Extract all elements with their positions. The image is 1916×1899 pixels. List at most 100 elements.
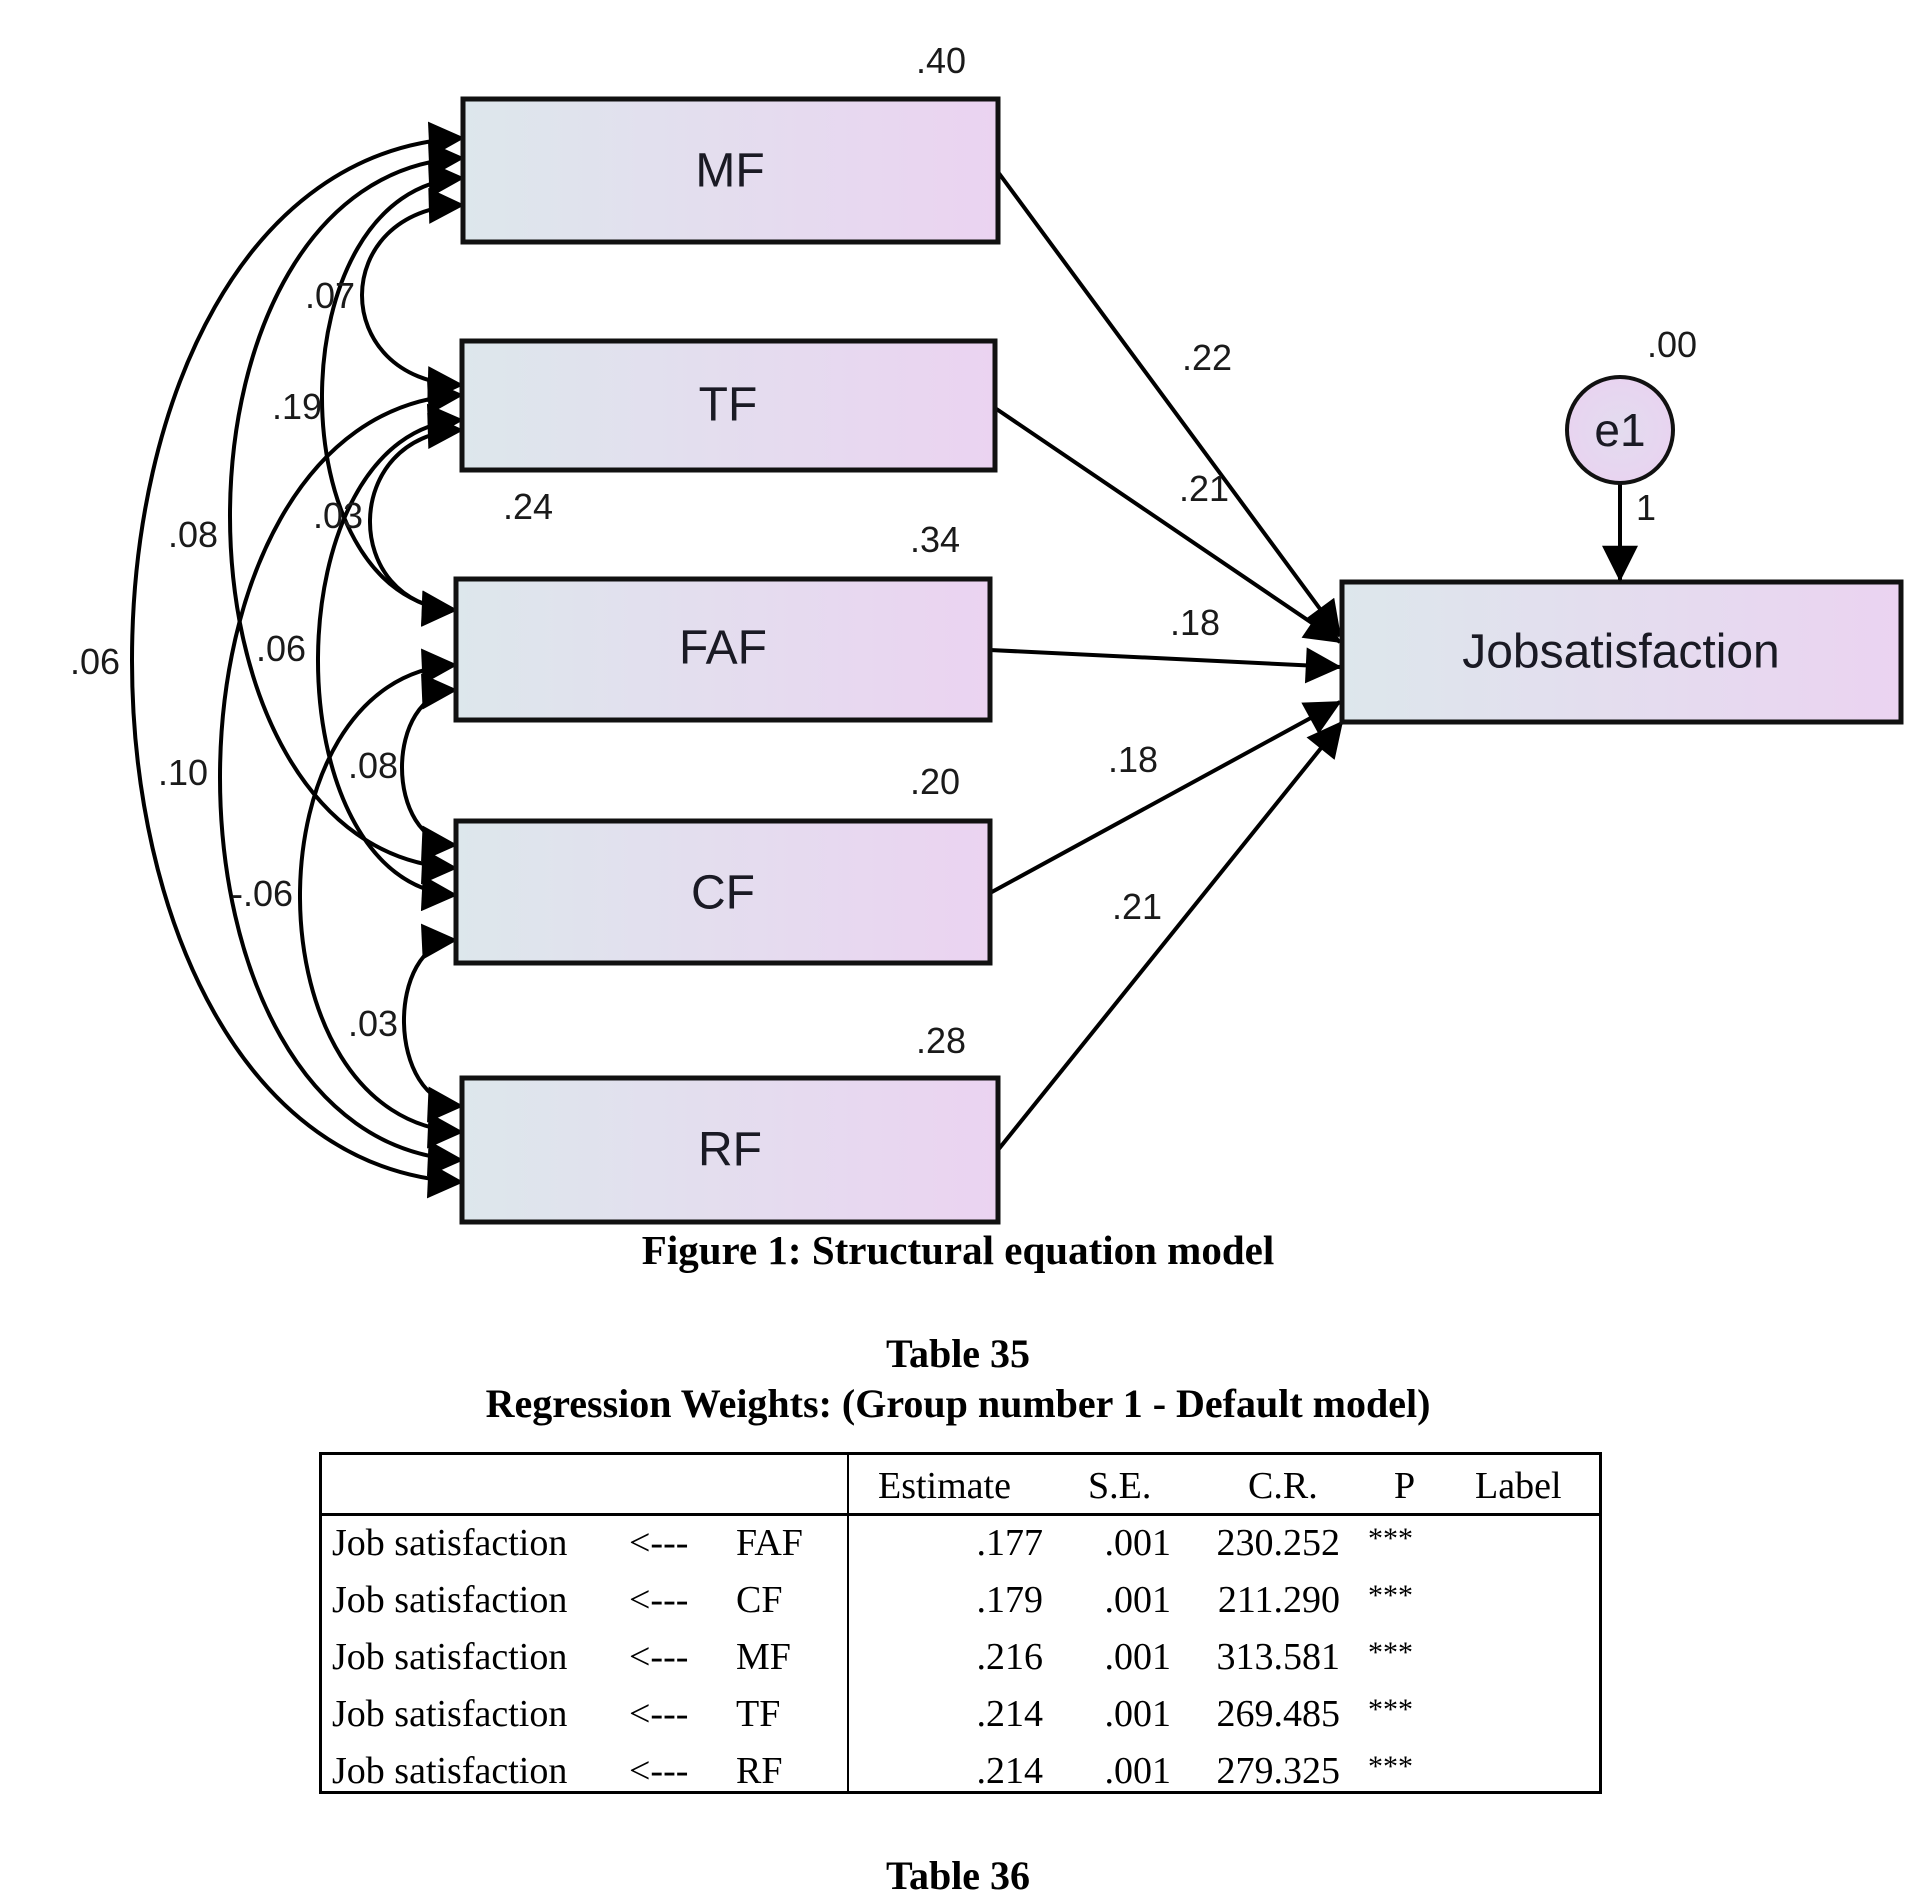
cov-label-MF-CF: .08 [168, 514, 218, 555]
header-label: Label [1475, 1465, 1562, 1507]
cell-predictor: RF [736, 1750, 783, 1792]
next-table-number: Table 36 [885, 1853, 1031, 1898]
cov-label-CF-RF: .03 [348, 1003, 398, 1044]
covariance-arc-MF-RF [130, 121, 465, 1199]
cell-dependent: Job satisfaction [332, 1579, 568, 1621]
node-label-RF: RF [698, 1124, 762, 1177]
cell-p: *** [1368, 1522, 1413, 1555]
regression-weights-table: Estimate S.E. C.R. P Label Job satisfact… [319, 1452, 1602, 1794]
error-label: e1 [1594, 404, 1645, 456]
cell-cr: 211.290 [1217, 1579, 1340, 1621]
covariance-arc-TF-RF [218, 378, 464, 1177]
node-FAF: FAF [453, 576, 993, 723]
cell-estimate: .177 [976, 1522, 1044, 1564]
figure-caption: Figure 1: Structural equation model [641, 1227, 1275, 1273]
cell-cr: 279.325 [1216, 1750, 1341, 1792]
node-RF: RF [459, 1075, 1001, 1225]
cov-label-MF-RF: .06 [70, 641, 120, 682]
cell-arrow: <--- [629, 1750, 689, 1792]
cov-label-FAF-RF: -.06 [231, 873, 293, 914]
covariance-arc-MF-TF [360, 187, 465, 403]
variance-label-MF: .40 [916, 40, 966, 81]
reg-label-MF: .22 [1182, 337, 1232, 378]
covariance-arc-FAF-CF [400, 673, 458, 862]
covariance-arc-MF-FAF [320, 161, 465, 627]
cov-label-TF-FAF: .03 [313, 495, 363, 536]
cell-se: .001 [1104, 1636, 1172, 1678]
reg-label-FAF: .18 [1170, 602, 1220, 643]
cell-p: *** [1368, 1693, 1413, 1726]
covariance-arc-CF-RF [402, 923, 464, 1123]
cell-predictor: MF [736, 1636, 791, 1678]
cell-p: *** [1368, 1750, 1413, 1783]
cov-label-FAF-CF: .08 [348, 745, 398, 786]
header-cr: C.R. [1248, 1465, 1318, 1507]
error-path-weight-label: 1 [1636, 487, 1656, 528]
node-box-TF [459, 338, 998, 473]
cell-se: .001 [1104, 1522, 1172, 1564]
regression-arrow-CF [989, 700, 1342, 895]
cell-predictor: FAF [736, 1522, 803, 1564]
cov-label-MF-TF: .07 [305, 275, 355, 316]
regression-arrow-TF [993, 406, 1342, 644]
node-box-FAF [453, 576, 993, 723]
variance-label-RF: .28 [916, 1020, 966, 1061]
covariance-arcs [130, 121, 465, 1199]
cell-estimate: .179 [976, 1579, 1044, 1621]
reg-label-RF: .21 [1112, 886, 1162, 927]
covariance-arc-TF-FAF [368, 413, 464, 627]
cell-cr: 230.252 [1216, 1522, 1341, 1564]
reg-label-TF: .21 [1179, 468, 1229, 509]
node-box-CF [453, 818, 993, 966]
node-label-jobsatisfaction: Jobsatisfaction [1462, 626, 1780, 679]
cell-se: .001 [1104, 1579, 1172, 1621]
cell-arrow: <--- [629, 1522, 689, 1564]
variance-label-FAF: .34 [910, 519, 960, 560]
cell-cr: 313.581 [1216, 1636, 1341, 1678]
node-CF: CF [453, 818, 993, 966]
variance-label-CF: .20 [910, 761, 960, 802]
regression-arrow-RF [996, 720, 1344, 1152]
cell-dependent: Job satisfaction [332, 1693, 568, 1735]
variance-label-TF: .24 [503, 486, 553, 527]
node-TF: TF [459, 338, 998, 473]
node-box-MF [460, 96, 1001, 245]
cell-arrow: <--- [629, 1579, 689, 1621]
header-se: S.E. [1088, 1465, 1152, 1507]
cell-se: .001 [1104, 1750, 1172, 1792]
table-header-rule [322, 1513, 1599, 1516]
node-label-TF: TF [699, 379, 758, 432]
cov-label-TF-RF: .10 [158, 752, 208, 793]
node-box-RF [459, 1075, 1001, 1225]
cell-p: *** [1368, 1636, 1413, 1669]
cell-p: *** [1368, 1579, 1413, 1612]
cell-estimate: .214 [976, 1750, 1044, 1792]
header-estimate: Estimate [878, 1465, 1011, 1507]
cov-label-TF-CF: .06 [256, 628, 306, 669]
cell-estimate: .216 [976, 1636, 1044, 1678]
cell-dependent: Job satisfaction [332, 1750, 568, 1792]
cov-label-MF-FAF: .19 [272, 386, 322, 427]
error-term-e1: e1 .00 1 [1565, 324, 1697, 582]
table-column-divider [847, 1455, 849, 1791]
table-number: Table 35 [885, 1331, 1031, 1376]
cell-predictor: CF [736, 1579, 783, 1621]
covariance-arc-TF-CF [316, 403, 464, 912]
covariance-arc-FAF-RF [298, 648, 464, 1149]
cell-cr: 269.485 [1216, 1693, 1341, 1735]
cell-estimate: .214 [976, 1693, 1044, 1735]
node-label-MF: MF [695, 145, 764, 198]
node-box-jobsatisfaction [1339, 579, 1904, 725]
regression-arrow-FAF [989, 647, 1342, 684]
error-variance-label: .00 [1647, 324, 1697, 365]
node-MF: MF [460, 96, 1001, 245]
cell-dependent: Job satisfaction [332, 1636, 568, 1678]
cell-arrow: <--- [629, 1636, 689, 1678]
table-title: Regression Weights: (Group number 1 - De… [485, 1381, 1431, 1426]
covariance-arc-MF-CF [228, 141, 465, 885]
regression-arrow-MF [996, 170, 1342, 638]
cell-arrow: <--- [629, 1693, 689, 1735]
structural-equation-model-diagram: MF TF FAF CF RF Jobsatisfaction e1 .00 1… [70, 40, 1904, 1225]
node-label-CF: CF [691, 867, 755, 920]
error-circle [1565, 375, 1675, 485]
